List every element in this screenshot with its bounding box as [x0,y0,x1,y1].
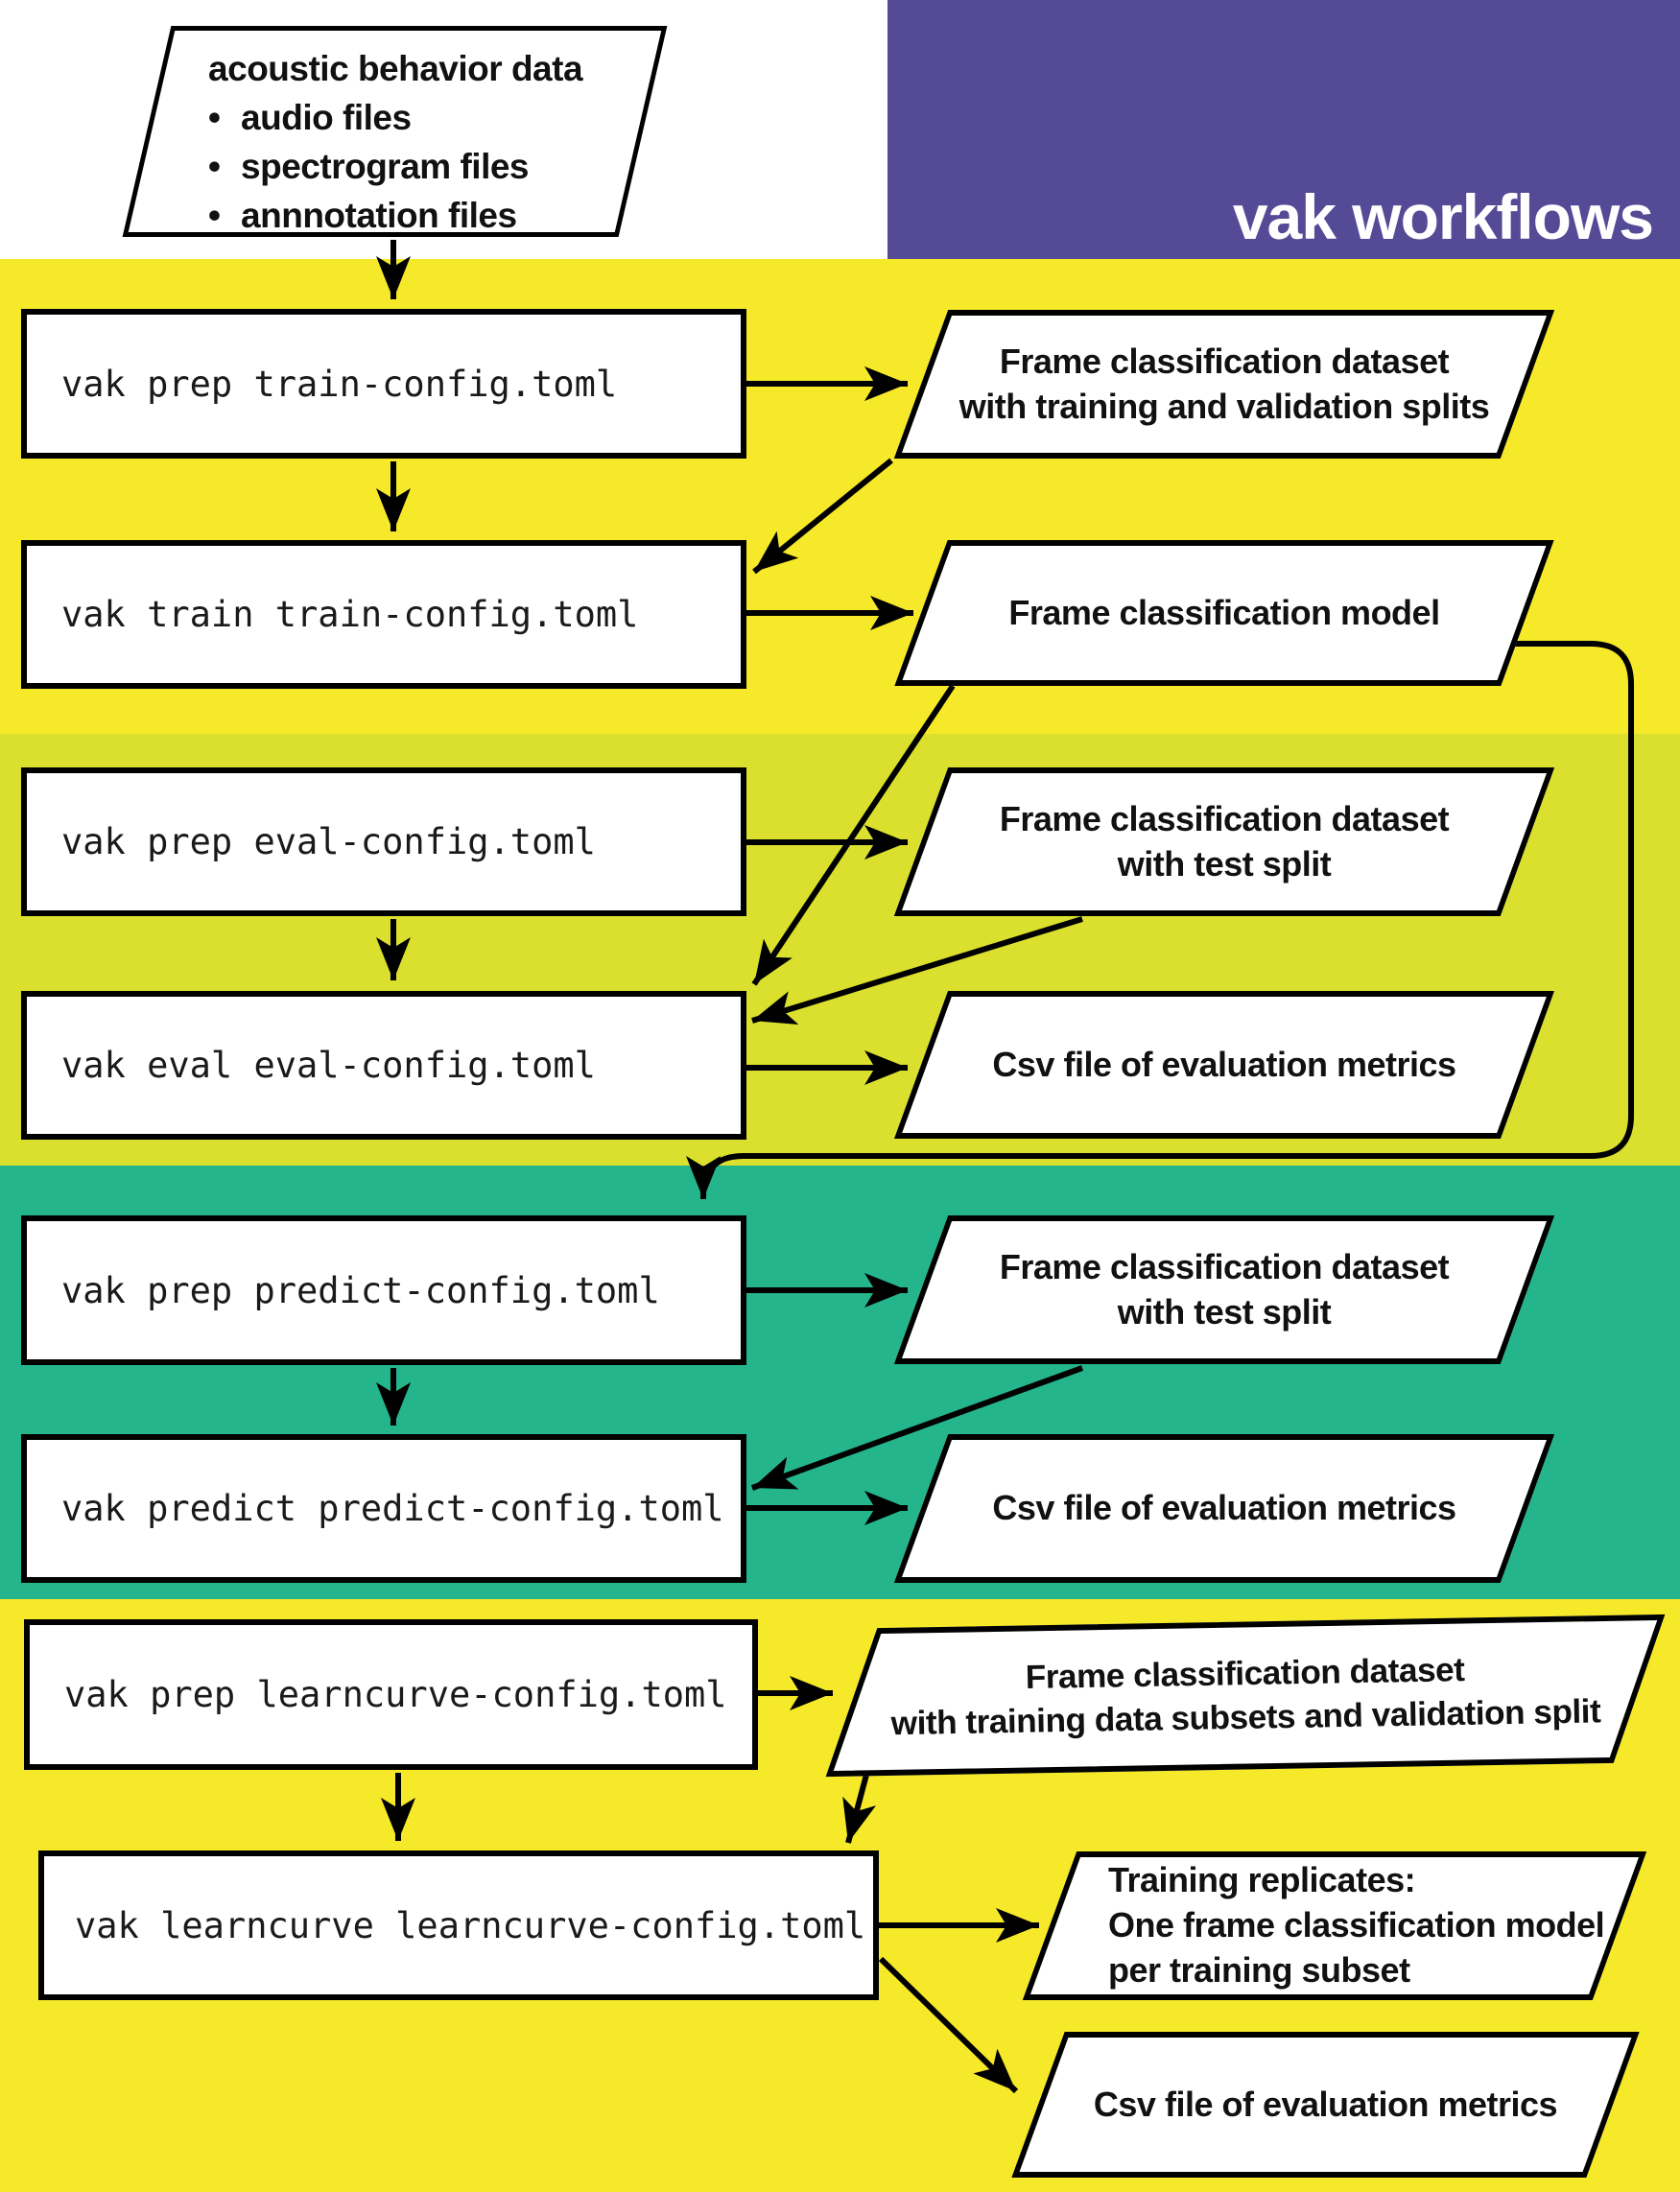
node-cmd-vak-prep-predict: vak prep predict-config.toml [21,1215,746,1365]
edge-train-dataset-to-train [752,458,893,575]
edge-model-to-eval [751,684,956,986]
edge-learncurve-dataset-to-learncurve [842,1774,877,1844]
edge-model-to-prep-predict [686,641,1634,1199]
node-train-dataset: Frame classification dataset with traini… [893,310,1555,459]
diagram-title: vak workflows [1232,181,1654,252]
bullet-icon: • [208,98,221,138]
node-learncurve-dataset: Frame classification dataset with traini… [825,1614,1666,1778]
node-cmd-vak-eval: vak eval eval-config.toml [21,991,746,1140]
node-cmd-vak-train: vak train train-config.toml [21,540,746,689]
node-eval-dataset: Frame classification dataset with test s… [893,767,1555,916]
node-eval-csv: Csv file of evaluation metrics [893,991,1555,1139]
input-item-spectrogram: •spectrogram files [208,142,637,191]
edge-eval-dataset-to-eval [751,916,1083,1025]
node-predict-dataset: Frame classification dataset with test s… [893,1215,1555,1364]
input-item-annotation: •annnotation files [208,191,637,240]
node-cmd-vak-prep-train: vak prep train-config.toml [21,309,746,459]
title-banner: vak workflows [887,0,1680,259]
edge-learncurve-to-learncurve-csv [878,1956,1019,2094]
node-acoustic-behavior-data: acoustic behavior data •audio files •spe… [122,26,668,240]
node-frame-classification-model: Frame classification model [894,540,1554,686]
input-item-audio: •audio files [208,93,637,142]
node-cmd-vak-prep-learncurve: vak prep learncurve-config.toml [24,1619,758,1770]
node-cmd-vak-prep-eval: vak prep eval-config.toml [21,767,746,916]
bullet-icon: • [208,147,221,187]
node-cmd-vak-learncurve: vak learncurve learncurve-config.toml [38,1850,879,2000]
input-heading: acoustic behavior data [208,49,583,88]
node-learncurve-csv: Csv file of evaluation metrics [1011,2032,1640,2178]
edge-predict-dataset-to-predict [750,1365,1084,1491]
bullet-icon: • [208,196,221,236]
node-predict-csv: Csv file of evaluation metrics [893,1434,1555,1583]
node-training-replicates: Training replicates: One frame classific… [1022,1851,1647,2000]
node-cmd-vak-predict: vak predict predict-config.toml [21,1434,746,1583]
